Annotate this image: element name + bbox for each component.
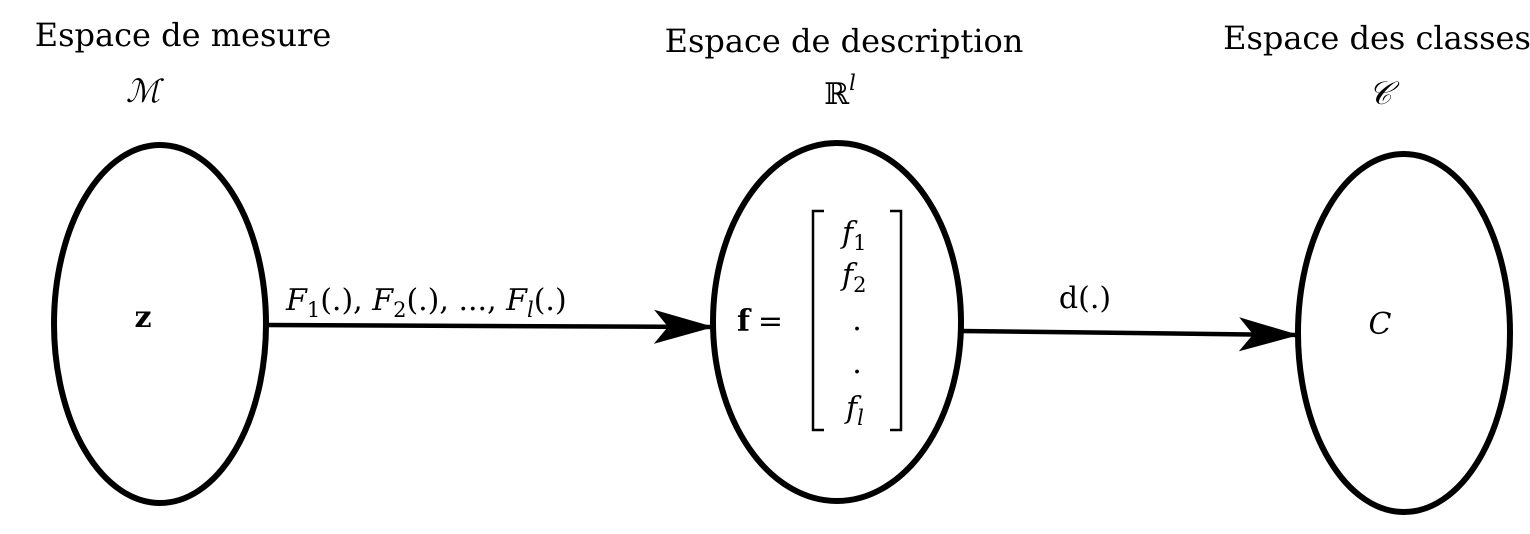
classes-space-ellipse — [1295, 151, 1513, 515]
vector-component-fl: fl — [844, 391, 864, 430]
decision-arrow — [960, 317, 1299, 352]
description-space-symbol: ℝl — [824, 71, 856, 112]
vector-component-dot-1: . — [852, 303, 862, 338]
equals-sign: = — [758, 304, 783, 339]
vector-component-f1: f1 — [840, 216, 866, 255]
description-space-ellipse — [710, 140, 964, 504]
feature-vector-name: f — [737, 304, 752, 339]
dimension-superscript: l — [849, 71, 856, 95]
measure-space-ellipse — [51, 142, 269, 506]
measure-space-symbol: ℳ — [126, 72, 165, 110]
decision-function-label: d(.) — [1059, 281, 1111, 316]
measure-vector-z: z — [134, 300, 151, 335]
classes-space-title: Espace des classes — [1223, 19, 1530, 57]
description-space-title: Espace de description — [665, 22, 1024, 60]
measure-space-title: Espace de mesure — [35, 16, 332, 54]
vector-component-dot-2: . — [852, 346, 862, 381]
class-element-C: C — [1369, 307, 1392, 342]
reals-symbol: ℝ — [824, 77, 850, 112]
feature-extraction-arrow — [265, 309, 714, 344]
feature-functions-label: F1(.), F2(.), ..., Fl(.) — [285, 283, 567, 322]
right-bracket — [890, 209, 903, 432]
vector-component-f2: f2 — [840, 258, 866, 297]
feature-vector-equation: f= — [737, 304, 783, 339]
classes-space-symbol: 𝒞 — [1368, 74, 1400, 112]
left-bracket — [811, 209, 824, 432]
